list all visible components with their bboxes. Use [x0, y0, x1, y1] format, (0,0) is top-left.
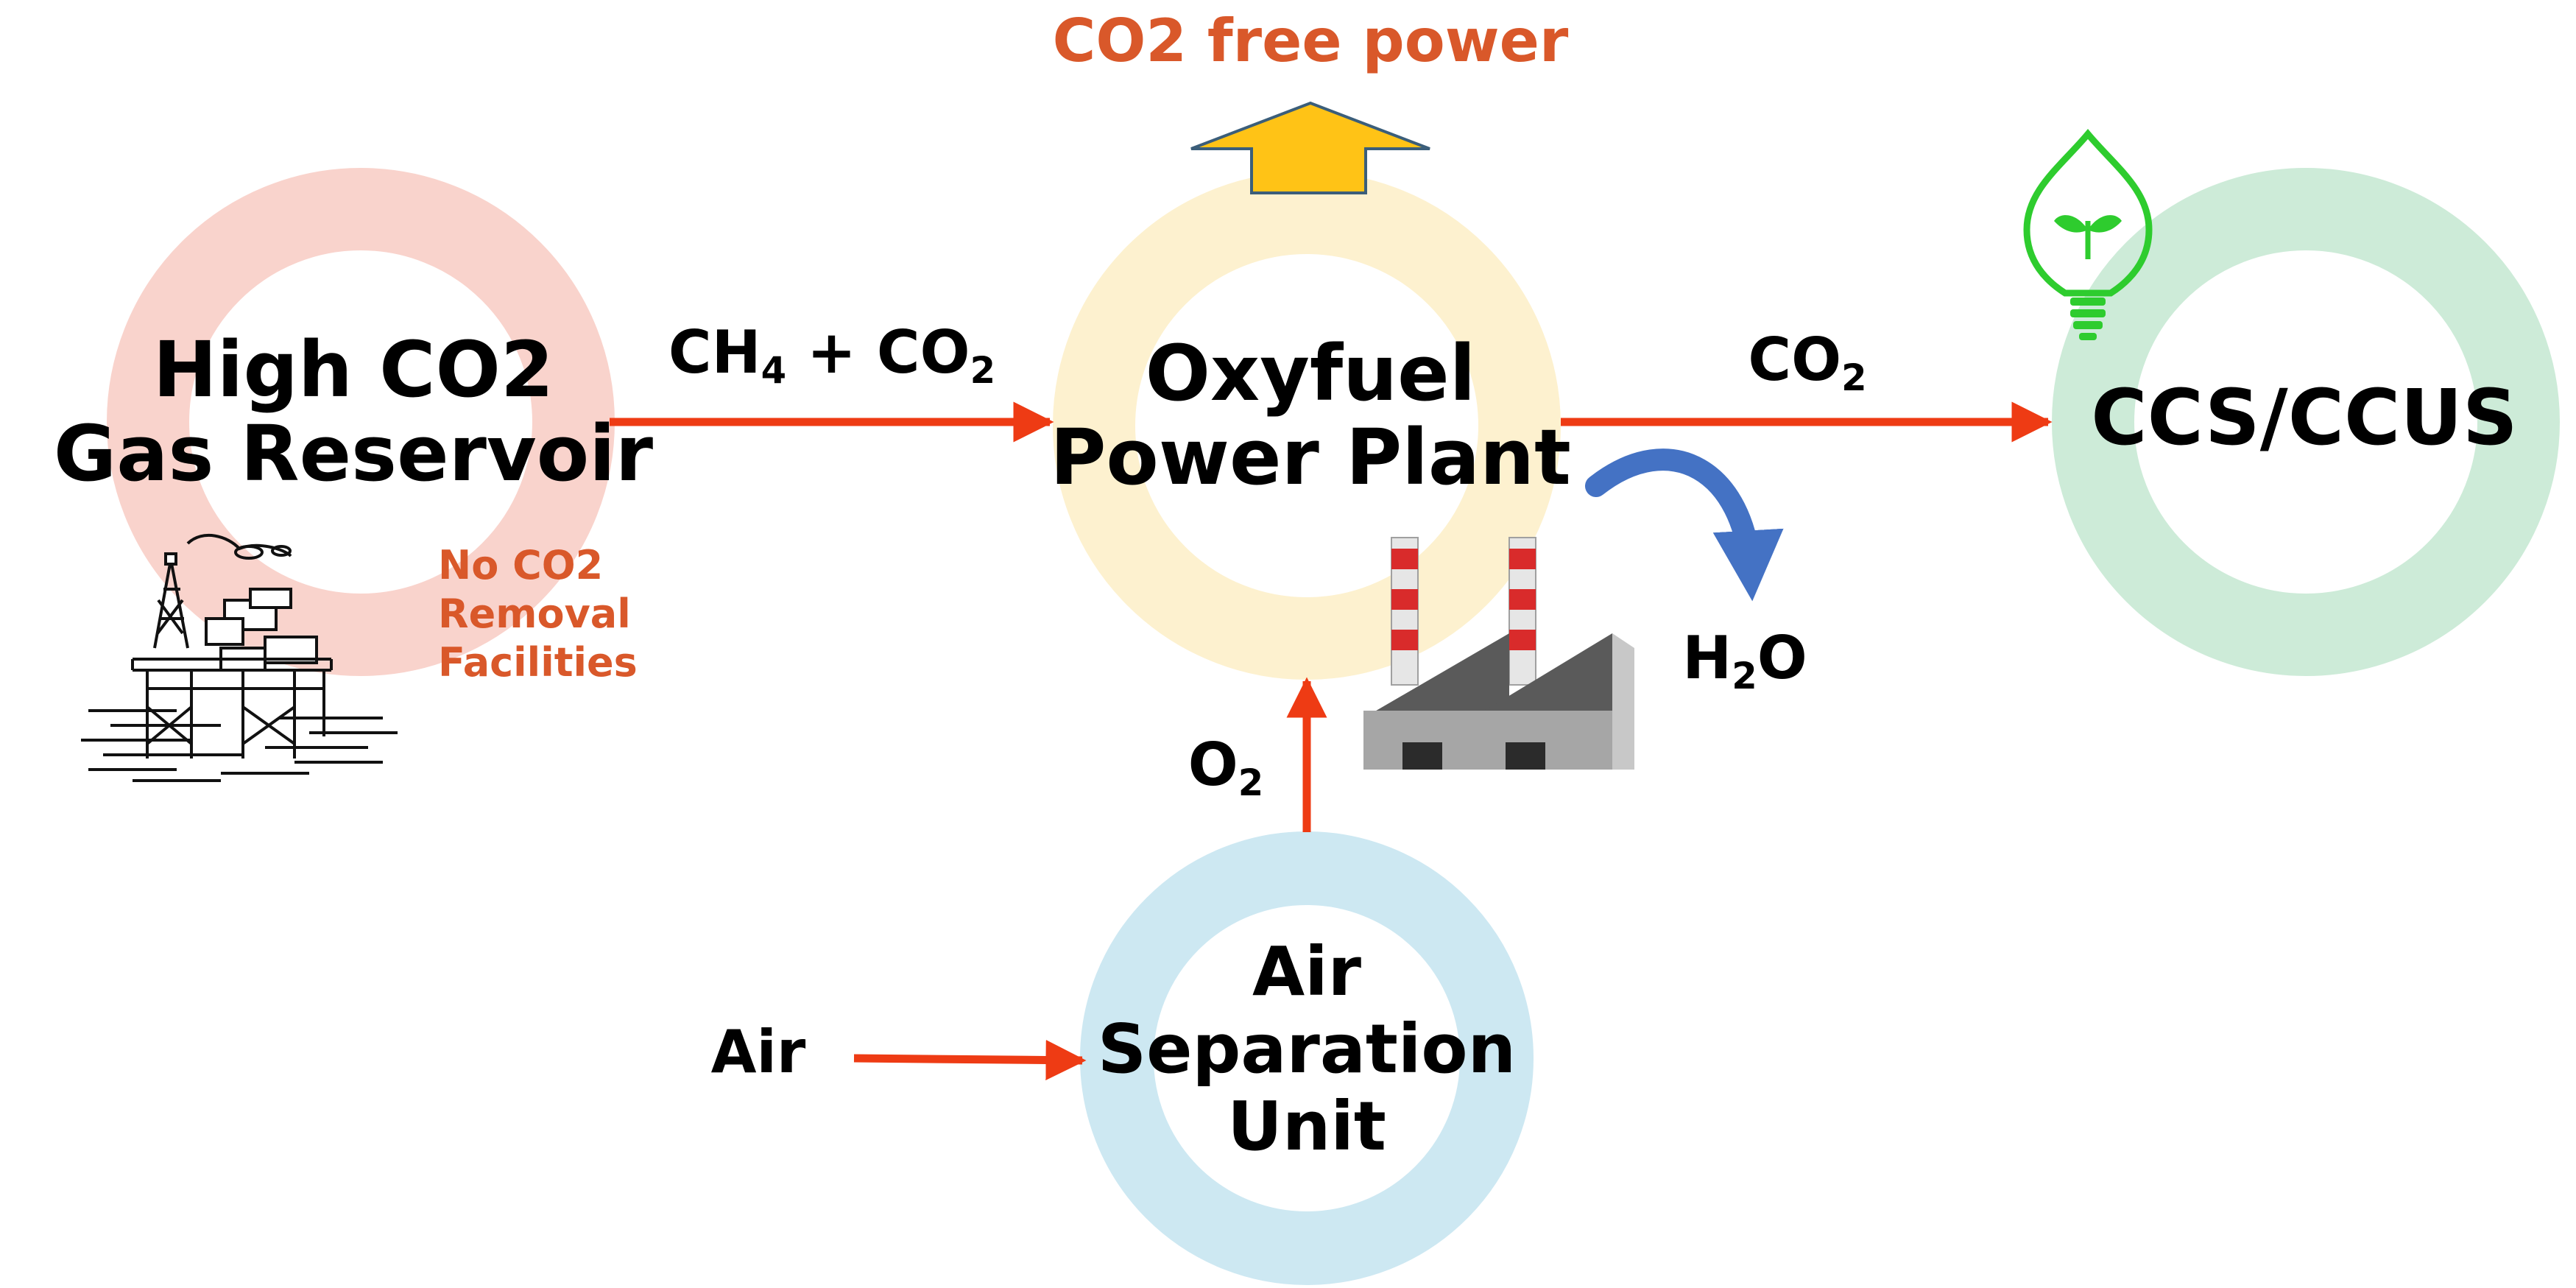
eco-bulb-icon [2023, 128, 2153, 340]
air-label: Air [710, 1018, 806, 1086]
oxygen-label-sub: 2 [1238, 761, 1264, 804]
reservoir-title-line2: Gas Reservoir [53, 409, 654, 499]
asu-title-line3: Unit [1227, 1086, 1386, 1166]
plant-ring [1053, 172, 1561, 680]
reservoir-ring [107, 168, 615, 676]
water-label-tail: O [1757, 624, 1807, 692]
no-removal-note-line1: No CO2 [438, 542, 604, 588]
ccs-ring [2052, 168, 2560, 676]
asu-title: Air Separation Unit [1071, 932, 1542, 1166]
feed-flow-label: CH4 + CO2 [611, 318, 1053, 392]
no-removal-note-line2: Removal [438, 590, 631, 637]
water-label-sub: 2 [1732, 654, 1757, 697]
asu-ring [1080, 831, 1534, 1285]
plant-title-line1: Oxyfuel [1145, 328, 1476, 418]
no-removal-note: No CO2 Removal Facilities [438, 541, 644, 687]
power-output-label: CO2 free power [1052, 7, 1569, 75]
oxygen-label: O2 [1141, 733, 1310, 803]
air-arrow [853, 1040, 1087, 1081]
reservoir-title-line1: High CO2 [152, 325, 554, 415]
feed-flow-plus: + [786, 318, 877, 387]
plant-title: Oxyfuel Power Plant [1016, 331, 1605, 500]
offshore-platform-icon [81, 533, 398, 782]
feed-flow-methane-sub: 4 [761, 348, 787, 392]
co2-flow-label: CO2 [1679, 328, 1936, 398]
feed-flow-co2-sub: 2 [970, 348, 996, 392]
asu-title-line2: Separation [1097, 1009, 1517, 1088]
no-removal-note-line3: Facilities [438, 638, 638, 686]
co2-flow-sub: 2 [1841, 356, 1867, 399]
power-output-arrow [1190, 101, 1430, 194]
ccs-title: CCS/CCUS [2091, 373, 2518, 462]
water-arrow [1585, 448, 1784, 602]
plant-title-line2: Power Plant [1050, 412, 1571, 503]
co2-flow-main: CO [1748, 325, 1842, 394]
asu-title-line1: Air [1252, 932, 1362, 1011]
water-label: H2O [1634, 624, 1855, 697]
feed-flow-co2: CO [876, 318, 970, 387]
feed-flow-methane: CH [668, 318, 761, 387]
reservoir-title: High CO2 Gas Reservoir [15, 328, 692, 496]
oxygen-label-main: O [1188, 731, 1238, 799]
water-label-main: H [1682, 624, 1732, 692]
factory-icon [1363, 537, 1634, 770]
